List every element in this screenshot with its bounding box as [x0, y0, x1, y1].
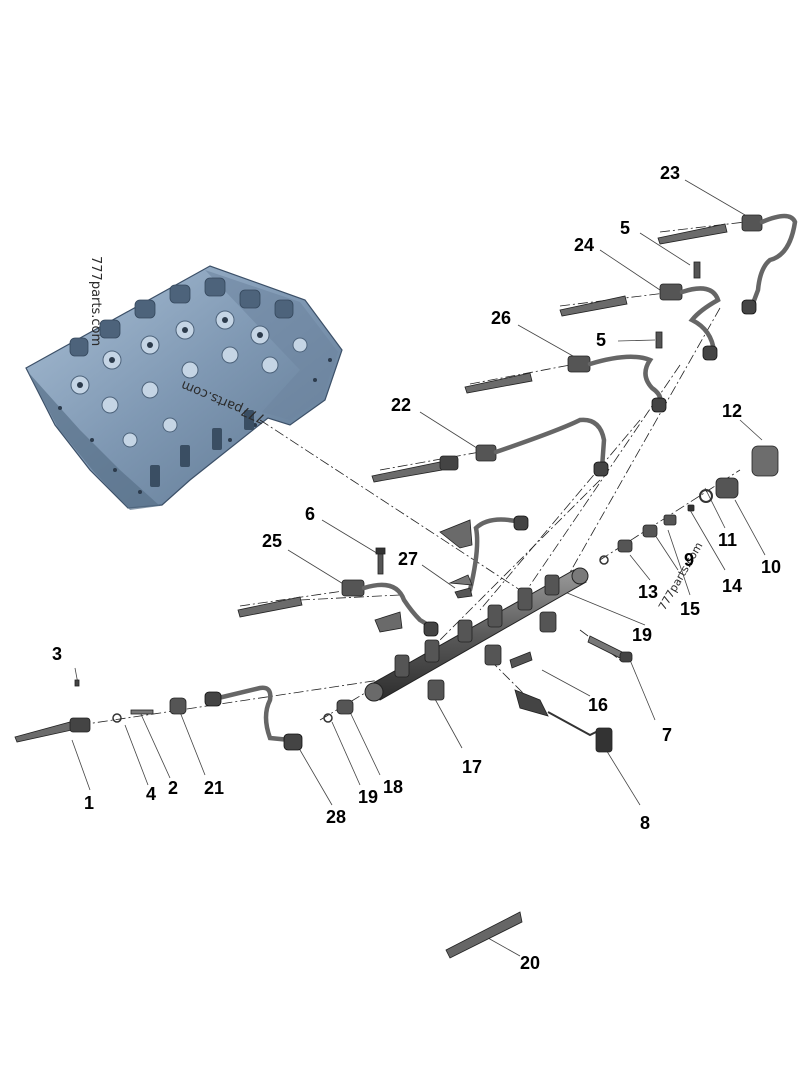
callout-6: 6: [305, 504, 316, 524]
callout-26: 26: [491, 308, 512, 328]
fuel-rail: [364, 567, 589, 702]
callout-21: 21: [204, 778, 225, 798]
callout-28: 28: [326, 807, 347, 827]
callout-2: 2: [168, 778, 179, 798]
callout-7: 7: [662, 725, 673, 745]
callout-27: 27: [398, 549, 419, 569]
callout-22: 22: [391, 395, 412, 415]
callout-19-right: 19: [632, 625, 653, 645]
callout-18: 18: [383, 777, 404, 797]
small-parts: [74, 261, 779, 959]
callout-16: 16: [588, 695, 609, 715]
callout-3: 3: [52, 644, 63, 664]
callout-12: 12: [722, 401, 743, 421]
callout-25: 25: [262, 531, 283, 551]
callout-15: 15: [680, 599, 701, 619]
injectors: [14, 214, 763, 743]
callout-11: 11: [718, 530, 738, 550]
callout-1: 1: [84, 793, 95, 813]
callout-20: 20: [520, 953, 541, 973]
callout-5-upper: 5: [620, 218, 631, 238]
watermark-text-left: 777parts.com: [88, 256, 103, 347]
pipe-nuts: [204, 299, 757, 751]
callout-14: 14: [722, 576, 743, 596]
callout-24: 24: [574, 235, 595, 255]
callout-10: 10: [761, 557, 782, 577]
cylinder-head: [25, 265, 343, 510]
callout-23: 23: [660, 163, 681, 183]
callout-13: 13: [638, 582, 659, 602]
fuel-pipes: [207, 213, 798, 743]
callout-9: 9: [684, 550, 695, 570]
callout-8: 8: [640, 813, 651, 833]
callout-5-lower: 5: [596, 330, 607, 350]
callout-19-left: 19: [358, 787, 379, 807]
callout-17: 17: [462, 757, 483, 777]
callout-4: 4: [146, 784, 157, 804]
